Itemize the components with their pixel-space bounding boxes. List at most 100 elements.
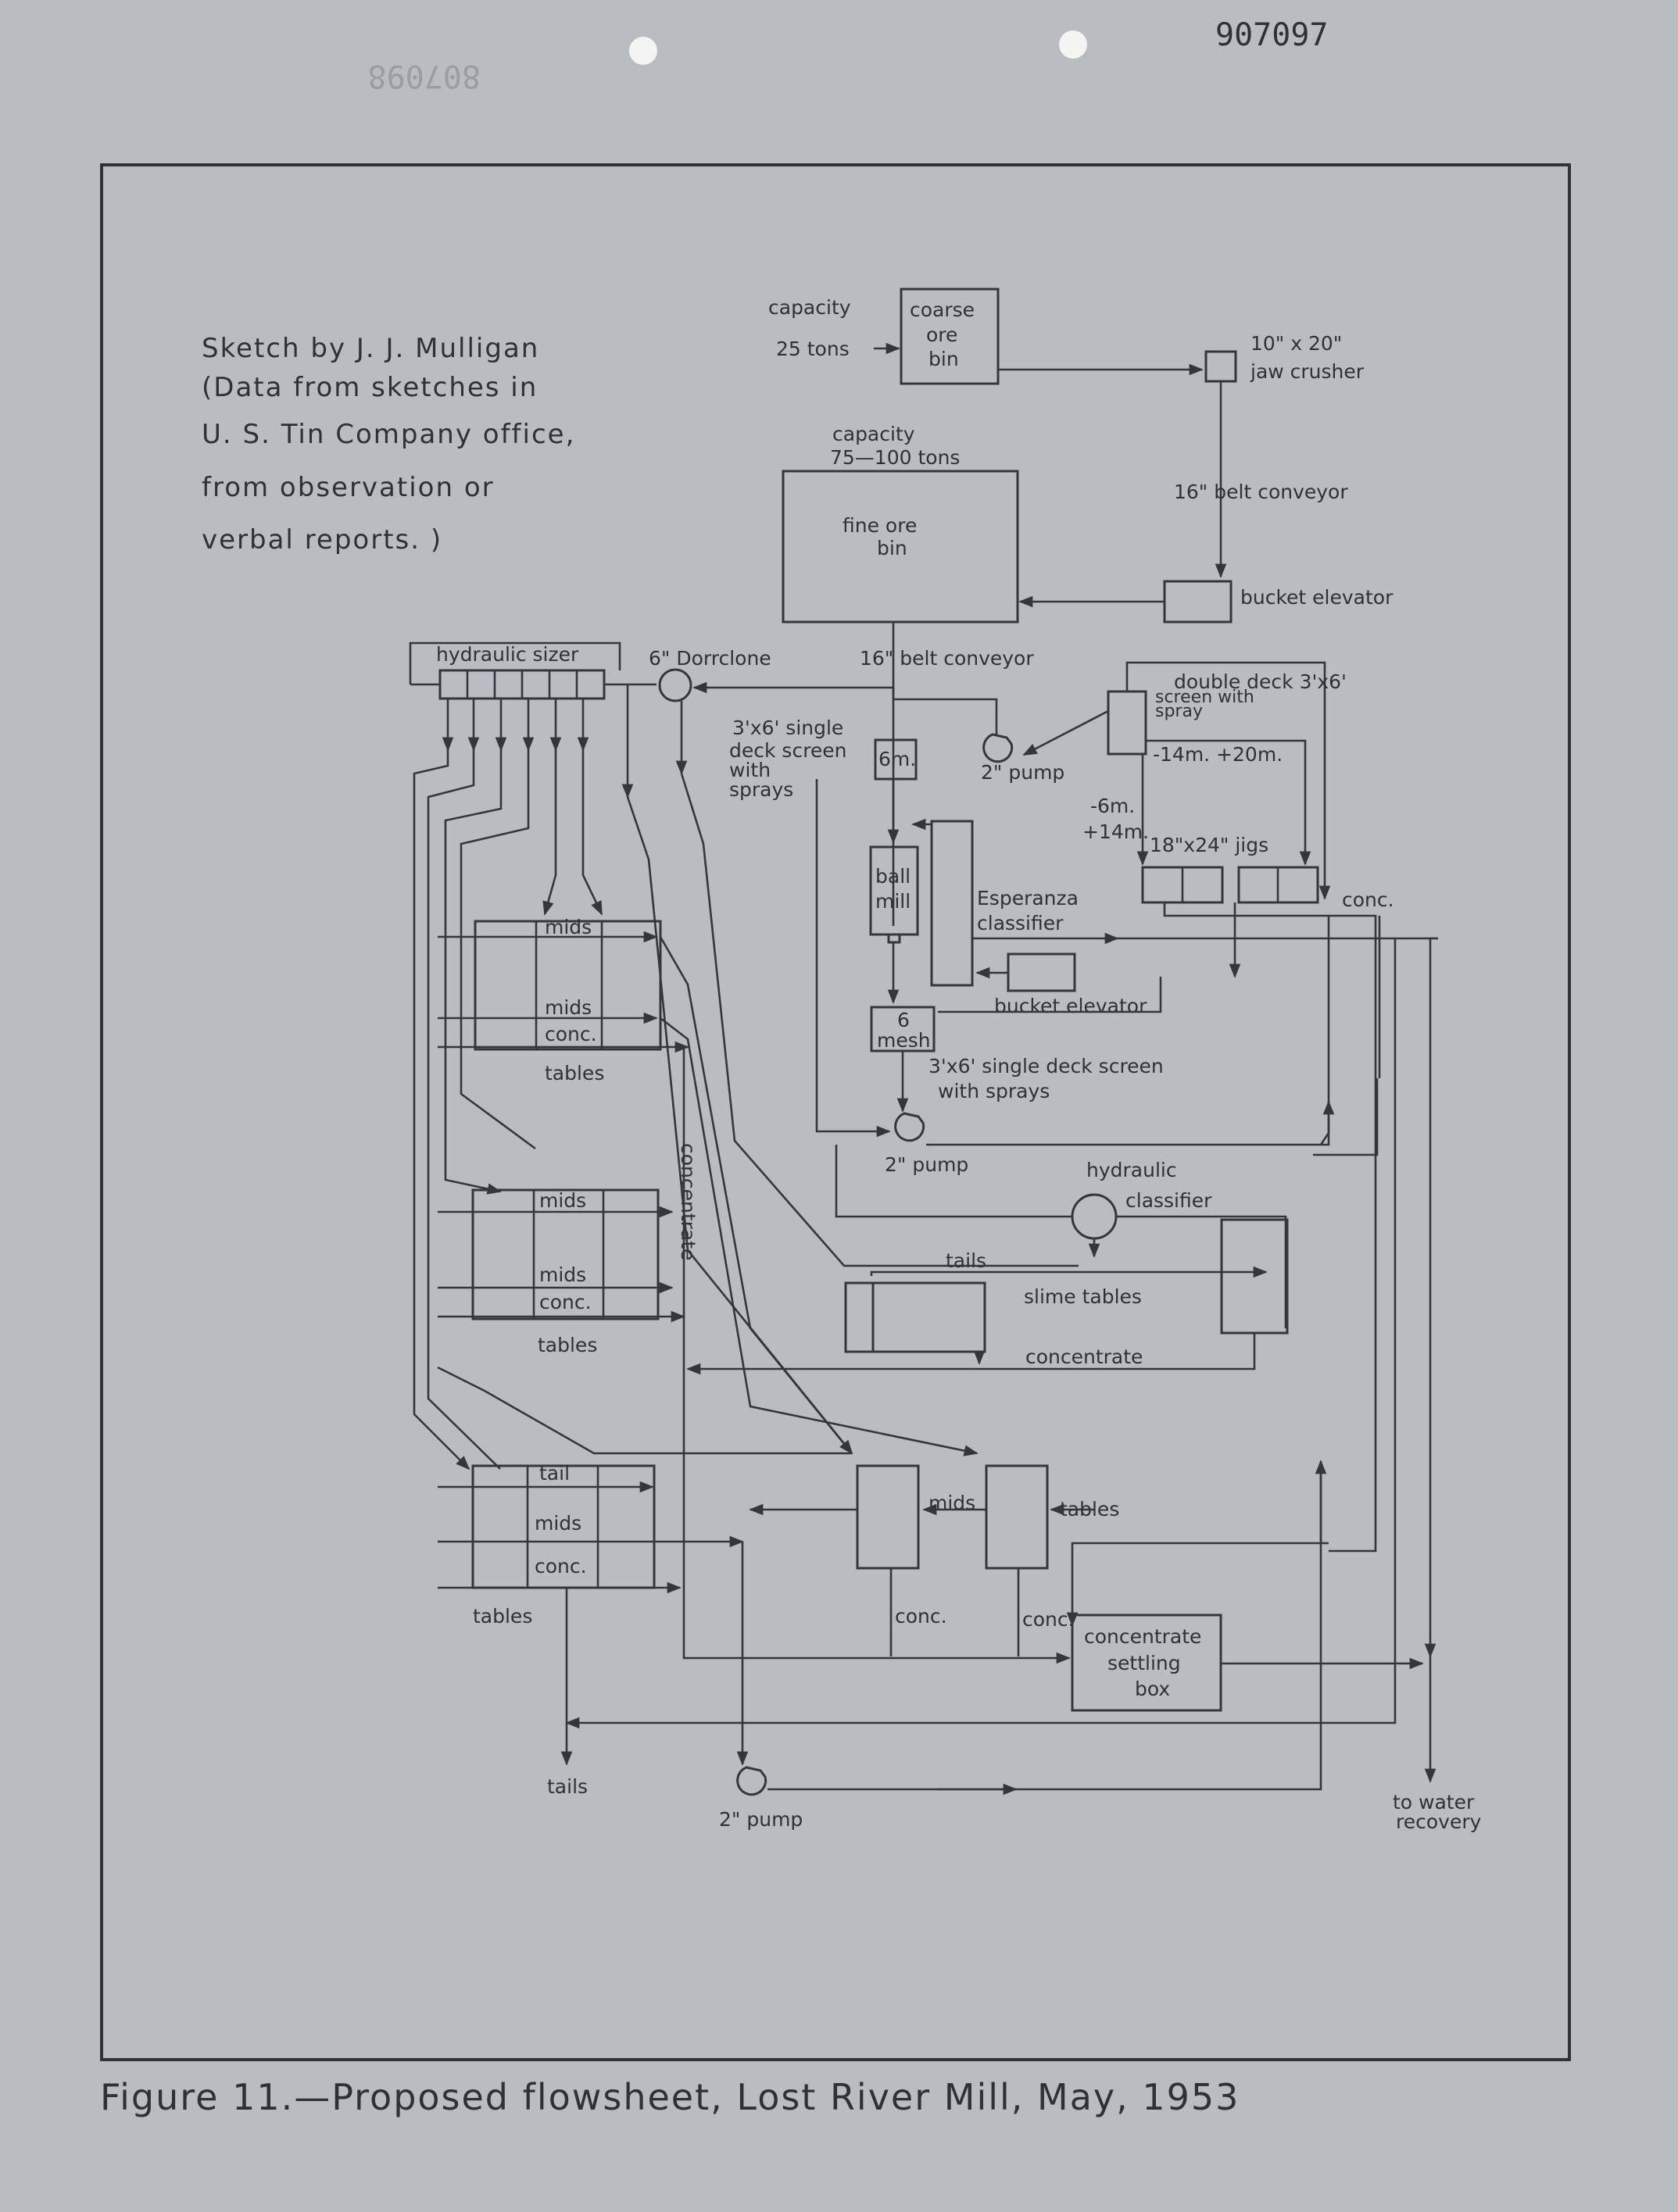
note-line-3: U. S. Tin Company office, <box>202 419 575 450</box>
settling-box-label-1: concentrate <box>1084 1625 1201 1648</box>
jaw-crusher <box>1204 350 1237 383</box>
tails-slime-label: tails <box>946 1249 986 1272</box>
page-frame <box>100 163 1571 2061</box>
double-deck-label-3: spray <box>1155 702 1203 721</box>
mirror-number: 807098 <box>368 58 481 94</box>
t3-tables: tables <box>473 1605 532 1628</box>
esperanza-label-2: classifier <box>977 912 1064 934</box>
punch-hole-right <box>1059 30 1087 59</box>
t2-mids-1: mids <box>539 1189 586 1212</box>
milling-section: 3'x6' single deck screen with sprays 6m.… <box>729 716 1438 1176</box>
plus14-label: +14m. <box>1082 820 1149 843</box>
t3-mids: mids <box>535 1512 581 1535</box>
t3-tail: tail <box>539 1462 570 1485</box>
jaw-crusher-label-2: jaw crusher <box>1250 360 1365 383</box>
capacity-label: capacity <box>768 296 851 319</box>
capacity-fine-label-2: 75—100 tons <box>830 446 960 469</box>
double-deck-screen <box>1107 690 1147 756</box>
punch-hole-left <box>629 37 657 65</box>
single-screen-1-label-1: 3'x6' single <box>732 716 843 739</box>
jaw-crusher-label-1: 10" x 20" <box>1250 332 1342 355</box>
pump-1-label: 2" pump <box>981 761 1064 784</box>
figure-caption: Figure 11.—Proposed flowsheet, Lost Rive… <box>100 2076 1240 2118</box>
sizer-section: hydraulic sizer 6" Dorrclone <box>409 641 893 799</box>
conc-a-label: conc. <box>895 1605 947 1628</box>
coarse-bin-label-1: coarse <box>910 298 975 321</box>
pump-1 <box>982 733 1014 763</box>
minus6-label: -6m. <box>1090 795 1135 817</box>
water-recovery-label-1: to water <box>1393 1791 1475 1814</box>
pump-2-label: 2" pump <box>885 1153 968 1176</box>
single-screen-2-label-2: with sprays <box>938 1080 1050 1102</box>
screen-6m <box>874 738 918 781</box>
hydraulic-classifier-label-1: hydraulic <box>1086 1159 1177 1181</box>
coarse-ore-bin <box>900 288 1000 385</box>
tables-group-4: mids tables conc. conc. <box>682 1047 1329 1664</box>
note-line-4: from observation or <box>202 472 495 503</box>
dorrclone <box>658 668 692 702</box>
tables-group-1: mids mids conc. tables <box>438 916 689 1085</box>
document-number: 907097 <box>1215 17 1329 53</box>
slime-tables-label: slime tables <box>1024 1285 1142 1308</box>
author-note: Sketch by J. J. Mulligan (Data from sket… <box>202 333 575 556</box>
note-line-2: (Data from sketches in <box>202 372 538 403</box>
t2-tables: tables <box>538 1334 597 1356</box>
bucket-elevator-2 <box>1007 952 1076 992</box>
note-line-1: Sketch by J. J. Mulligan <box>202 333 539 364</box>
settling-box-label-3: box <box>1135 1678 1170 1700</box>
sizer-feed-lines <box>413 750 1079 1470</box>
t1-tables: tables <box>545 1062 604 1085</box>
tables-group-3: tail mids conc. tables tails <box>438 1462 744 1798</box>
mids-table-right <box>985 1464 1049 1570</box>
hydraulic-classifier-tank <box>1220 1218 1289 1335</box>
belt-conveyor-1-label: 16" belt conveyor <box>1174 481 1348 503</box>
pump-3-label: 2" pump <box>719 1808 803 1831</box>
fine-bin-label-2: bin <box>877 537 907 559</box>
hydraulic-sizer-label: hydraulic sizer <box>436 643 579 666</box>
screen-6m-label: 6m. <box>878 748 916 770</box>
t2-mids-2: mids <box>539 1263 586 1286</box>
double-deck-label-1: double deck 3'x6' <box>1174 670 1347 693</box>
mesh-6-label-1: 6 <box>897 1009 910 1031</box>
concentrate-slime-label: concentrate <box>1025 1345 1143 1368</box>
minus14-plus20-label: -14m. +20m. <box>1153 743 1283 766</box>
t1-mids-2: mids <box>545 996 592 1019</box>
mids-table-left <box>856 1464 920 1570</box>
single-screen-1-label-4: sprays <box>729 778 793 801</box>
settling-box-label-2: settling <box>1107 1652 1181 1674</box>
bucket-elevator-1-label: bucket elevator <box>1240 586 1394 609</box>
conc-jig-label: conc. <box>1342 888 1394 911</box>
single-screen-2-label-1: 3'x6' single deck screen <box>928 1055 1164 1077</box>
slime-table <box>844 1281 986 1353</box>
t1-conc: conc. <box>545 1023 597 1045</box>
bucket-elevator-2-label: bucket elevator <box>994 995 1147 1017</box>
conc-b-label: conc. <box>1022 1608 1075 1631</box>
settling-section: concentrate settling box 2" pump to wate… <box>565 938 1482 1833</box>
pump-3 <box>736 1766 767 1796</box>
hydraulic-classifier <box>1071 1193 1118 1240</box>
coarse-bin-label-3: bin <box>928 348 959 370</box>
fine-ore-bin <box>782 470 1019 624</box>
belt-conveyor-2-label: 16" belt conveyor <box>860 647 1034 670</box>
slime-section: hydraulic classifier tails slime tables … <box>686 1145 1289 1375</box>
mids-right-label: mids <box>928 1492 975 1514</box>
fine-bin-label-1: fine ore <box>843 514 917 537</box>
esperanza-classifier <box>930 820 974 987</box>
jig-section: double deck 3'x6' screen with spray 2" p… <box>892 661 1438 1658</box>
bucket-elevator-1 <box>1163 580 1233 624</box>
capacity-fine-label-1: capacity <box>832 423 915 445</box>
water-recovery-label-2: recovery <box>1396 1810 1482 1833</box>
tables-group-2: mids mids conc. tables concentrate <box>438 1143 699 1356</box>
concentrate-vertical: concentrate <box>677 1143 699 1260</box>
t1-mids-1: mids <box>545 916 592 938</box>
t2-conc: conc. <box>539 1291 592 1313</box>
t3-conc: conc. <box>535 1555 587 1578</box>
single-screen-1-label-3: with <box>729 759 771 781</box>
coarse-section: capacity 25 tons coarse ore bin 10" x 20… <box>768 288 1394 926</box>
coarse-bin-label-2: ore <box>926 323 957 346</box>
dorrclone-label: 6" Dorrclone <box>649 647 771 670</box>
hydraulic-classifier-label-2: classifier <box>1125 1189 1212 1212</box>
note-line-5: verbal reports. ) <box>202 524 442 556</box>
